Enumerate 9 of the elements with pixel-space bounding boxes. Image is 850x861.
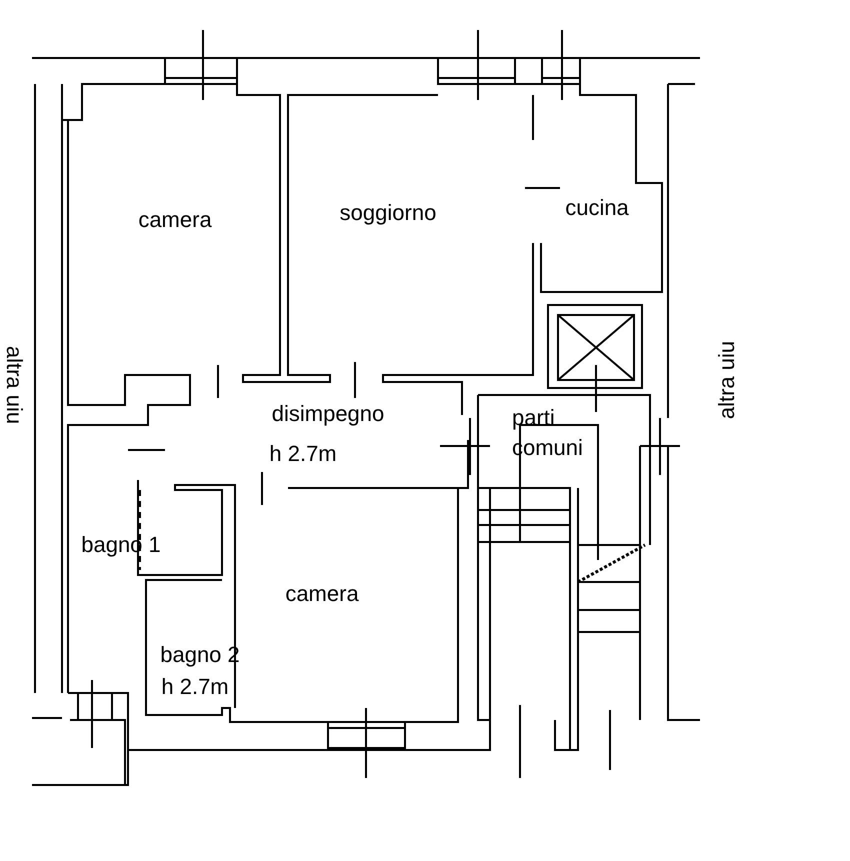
room-name: disimpegno — [272, 401, 384, 427]
neighbour-unit-label: altra uiu — [1, 346, 27, 424]
neighbour-unit-label: altra uiu — [714, 340, 740, 420]
ceiling-height: h 2.7m — [161, 674, 229, 700]
room-name: cucina — [565, 195, 629, 221]
room-name: camera — [138, 207, 212, 233]
ceiling-height: h 2.7m — [269, 441, 337, 467]
room-name: camera — [285, 581, 359, 607]
room-name: soggiorno — [340, 200, 436, 226]
